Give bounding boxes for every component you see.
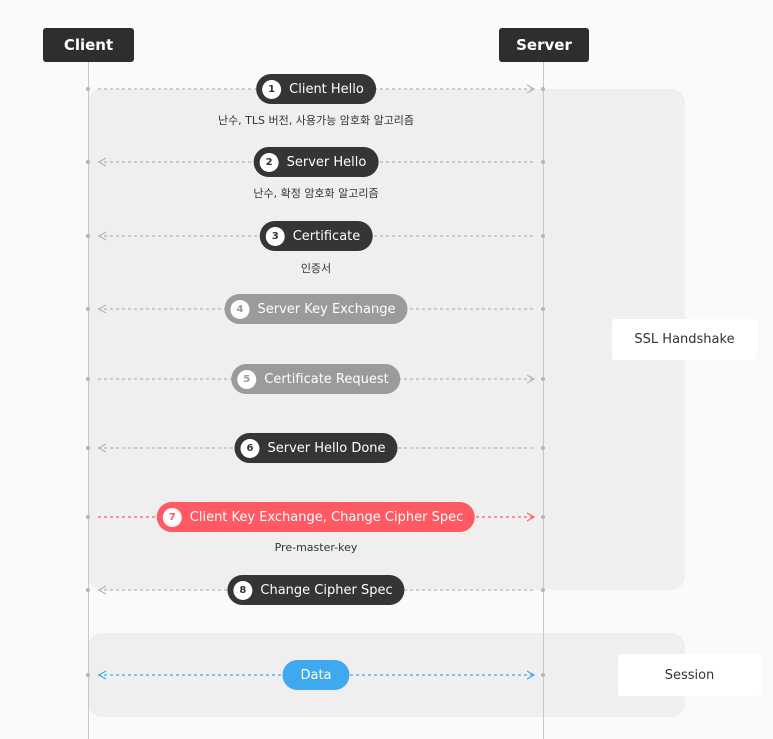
arrow-anchor (541, 234, 545, 238)
arrow-anchor (86, 87, 90, 91)
message-note: 인증서 (300, 262, 332, 275)
message-label: Data (300, 667, 332, 683)
arrow-head (97, 304, 107, 314)
message-server-key-exchange: 4 Server Key Exchange (224, 294, 408, 324)
message-client-hello: 1 Client Hello (256, 74, 376, 104)
message-label: Change Cipher Spec (260, 582, 393, 598)
client-actor: Client (43, 28, 134, 62)
step-number: 5 (237, 369, 257, 389)
arrow-anchor (86, 160, 90, 164)
message-label: Client Key Exchange, Change Cipher Spec (189, 509, 464, 525)
server-actor: Server (499, 28, 589, 62)
session-label: Session (618, 654, 761, 696)
message-note: 난수, 확정 암호화 알고리즘 (253, 187, 379, 200)
message-server-hello-done: 6 Server Hello Done (234, 433, 398, 463)
arrow-anchor (541, 588, 545, 592)
message-label: Client Hello (289, 81, 364, 97)
message-label: Server Hello (286, 154, 367, 170)
arrow-anchor (86, 673, 90, 677)
message-note: Pre-master-key (274, 541, 358, 554)
message-label: Certificate Request (264, 371, 389, 387)
arrow-head (526, 512, 536, 522)
step-number: 8 (233, 580, 253, 600)
arrow-anchor (86, 588, 90, 592)
arrow-anchor (541, 87, 545, 91)
message-change-cipher-spec: 8 Change Cipher Spec (227, 575, 405, 605)
arrow-head (97, 670, 107, 680)
step-number: 1 (262, 79, 282, 99)
arrow-anchor (541, 673, 545, 677)
message-note: 난수, TLS 버전, 사용가능 암호화 알고리즘 (217, 114, 415, 127)
arrow-anchor (86, 307, 90, 311)
arrow-head (526, 84, 536, 94)
message-label: Certificate (292, 228, 361, 244)
arrow-anchor (541, 446, 545, 450)
step-number: 6 (240, 438, 260, 458)
step-number: 3 (265, 226, 285, 246)
arrow-anchor (541, 307, 545, 311)
client-lifeline (88, 62, 89, 739)
message-data: Data (282, 660, 350, 690)
arrow-head (97, 157, 107, 167)
arrow-head (97, 231, 107, 241)
arrow-head (526, 670, 536, 680)
arrow-head (97, 443, 107, 453)
arrow-anchor (86, 515, 90, 519)
message-certificate-request: 5 Certificate Request (231, 364, 401, 394)
message-label: Server Key Exchange (257, 301, 396, 317)
arrow-anchor (86, 377, 90, 381)
message-certificate: 3 Certificate (259, 221, 373, 251)
step-number: 2 (259, 152, 279, 172)
arrow-anchor (86, 446, 90, 450)
arrow-anchor (541, 515, 545, 519)
step-number: 4 (230, 299, 250, 319)
arrow-anchor (541, 377, 545, 381)
message-client-key-exchange: 7 Client Key Exchange, Change Cipher Spe… (156, 502, 476, 532)
arrow-anchor (86, 234, 90, 238)
message-label: Server Hello Done (267, 440, 386, 456)
message-server-hello: 2 Server Hello (253, 147, 379, 177)
arrow-head (526, 374, 536, 384)
arrow-head (97, 585, 107, 595)
server-lifeline (543, 62, 544, 739)
ssl-handshake-label: SSL Handshake (612, 319, 757, 360)
arrow-anchor (541, 160, 545, 164)
step-number: 7 (162, 507, 182, 527)
